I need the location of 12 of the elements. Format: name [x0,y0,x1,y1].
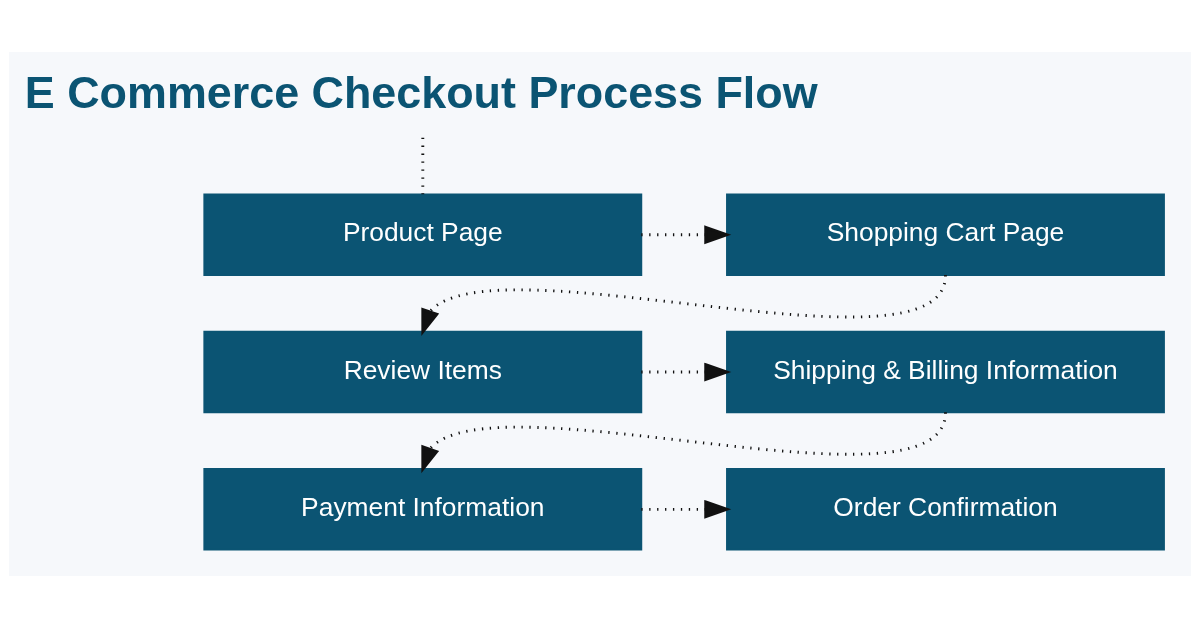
node-text: E Commerce Checkout Process Flow [24,66,818,118]
node-box: Review Items [203,330,643,413]
arrow [421,274,947,336]
node-box: Order Confirmation [726,467,1165,551]
node-box: Shipping & Billing Information [726,330,1165,413]
arrow [641,224,732,244]
node-box: Shopping Cart Page [726,193,1165,276]
node-box: Product Page [203,193,643,276]
arrow [641,362,732,381]
arrow [421,411,947,473]
node-box: Payment Information [203,467,643,551]
arrow [641,499,732,519]
